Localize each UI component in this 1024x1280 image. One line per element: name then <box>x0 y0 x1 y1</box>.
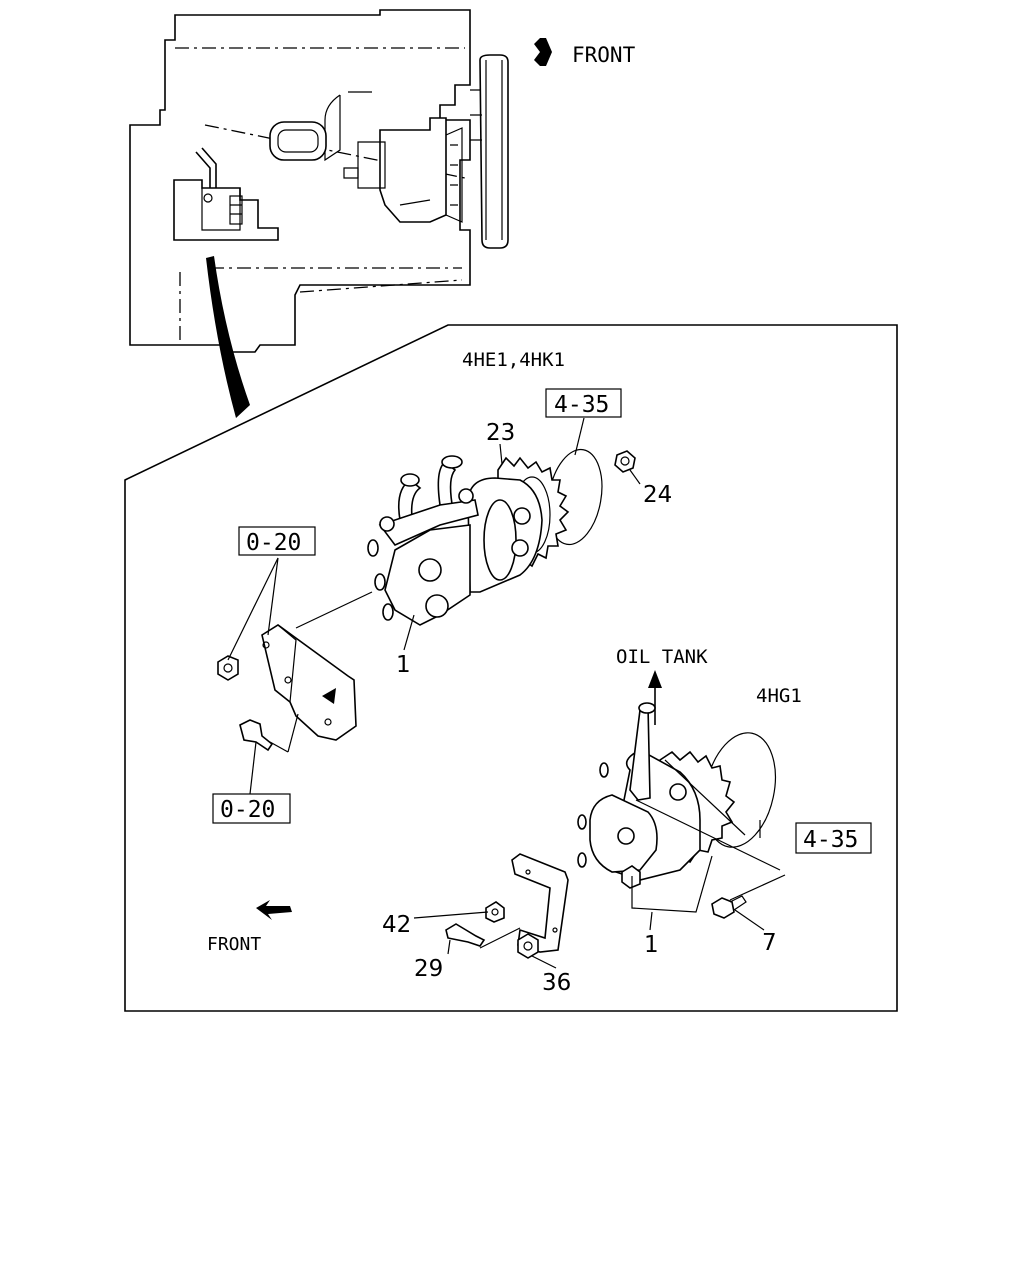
callout-b-bolt: 7 <box>762 930 777 956</box>
ref-box-a-bracket-top <box>238 526 316 556</box>
ref-b-gasket-text: 4-35 <box>803 827 858 853</box>
pump-assembly-b <box>413 702 786 969</box>
callout-a-gear: 23 <box>486 420 515 446</box>
oil-tank-label: OIL TANK <box>616 646 708 668</box>
callout-a-nut: 24 <box>643 482 672 508</box>
callout-b-nut-small: 36 <box>542 970 571 996</box>
oil-tank-arrow-icon <box>648 670 662 725</box>
bracket-a <box>217 557 373 795</box>
ref-box-b-gasket <box>795 822 872 854</box>
ref-box-a-bracket-bottom <box>212 793 291 824</box>
front-label-bottom: FRONT <box>207 934 261 955</box>
ref-a-bracket-top-text: 0-20 <box>246 530 301 556</box>
variant-a-label: 4HE1,4HK1 <box>462 349 565 371</box>
pump-assembly-a <box>367 417 641 651</box>
detail-frame <box>124 324 898 1012</box>
ref-box-a-gasket <box>545 388 622 418</box>
engine-outline <box>129 9 509 353</box>
callout-b-pump: 1 <box>644 932 659 958</box>
front-label-top: FRONT <box>572 43 636 67</box>
front-arrow-icon-bottom <box>256 900 292 920</box>
front-arrow-icon-top <box>534 38 552 66</box>
callout-b-nut: 42 <box>382 912 411 938</box>
ref-a-bracket-bottom-text: 0-20 <box>220 797 275 823</box>
variant-b-label: 4HG1 <box>756 685 802 707</box>
callout-b-bolt-small: 29 <box>414 956 443 982</box>
detail-leader-arrow <box>206 256 250 418</box>
ref-a-gasket-text: 4-35 <box>554 392 609 418</box>
callout-a-pump: 1 <box>396 652 411 678</box>
